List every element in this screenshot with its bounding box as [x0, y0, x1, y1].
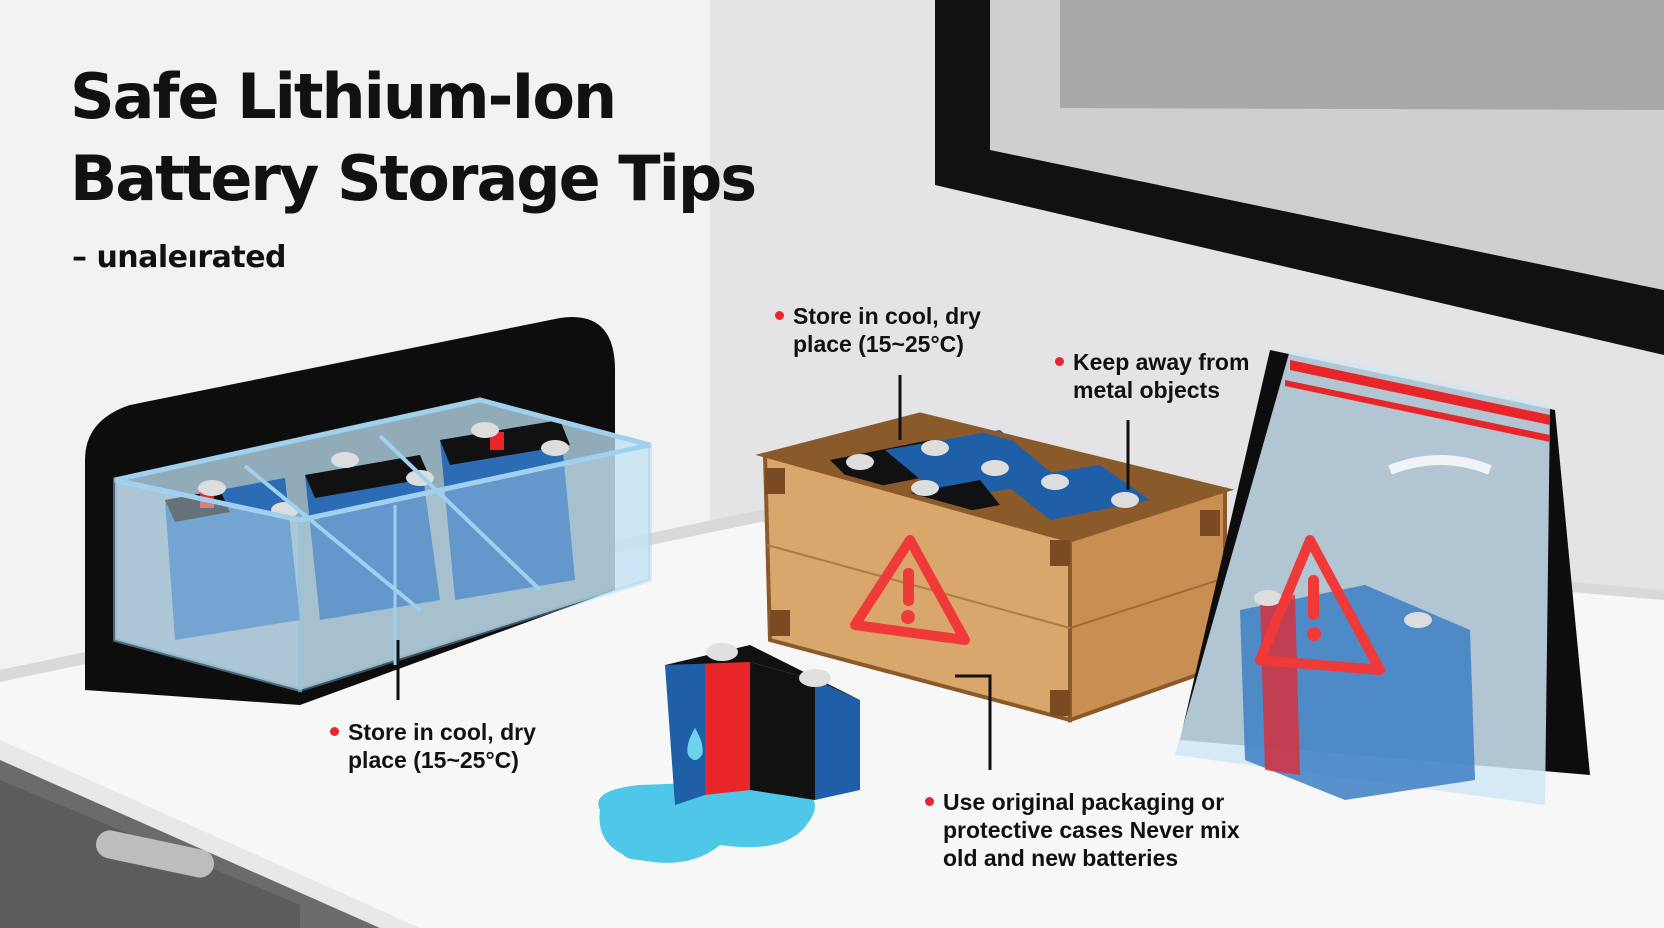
page-title-line-2: Battery Storage Tips — [70, 142, 757, 215]
leaking-battery — [598, 643, 860, 863]
tip-text-line-1: Store in cool, dry — [348, 719, 536, 745]
tip-metal-objects: Keep away from metal objects — [1055, 348, 1249, 404]
tip-text-line-1: Keep away from — [1073, 349, 1250, 375]
water-drop-icon — [687, 728, 703, 760]
tip-packaging: Use original packaging or protective cas… — [925, 788, 1240, 872]
leader-line-packaging — [955, 674, 992, 770]
window — [935, 0, 1664, 355]
tip-text-line-1: Store in cool, dry — [793, 303, 981, 329]
bag-battery — [1240, 585, 1475, 800]
bullet-dot-icon — [925, 797, 934, 807]
bullet-dot-icon — [330, 727, 339, 737]
bullet-dot-icon — [1055, 357, 1064, 367]
page-title-line-1: Safe Lithium-Ion — [70, 60, 617, 133]
tip-text-line-1: Use original packaging or — [943, 789, 1225, 815]
bullet-dot-icon — [775, 311, 784, 321]
tip-text-line-2: metal objects — [1073, 377, 1220, 403]
page-subtitle: – unaleırated — [72, 240, 287, 275]
warning-triangle-icon — [850, 535, 970, 645]
tip-text-line-2: place (15~25°C) — [348, 747, 519, 773]
tip-cool-dry-top: Store in cool, dry place (15~25°C) — [775, 302, 981, 358]
bin-battery-3 — [440, 420, 575, 600]
tip-text-line-3: old and new batteries — [943, 845, 1179, 871]
clear-storage-bin — [85, 317, 652, 705]
tip-text-line-2: place (15~25°C) — [793, 331, 964, 357]
tip-cool-dry-left: Store in cool, dry place (15~25°C) — [330, 718, 536, 774]
bag-warning-triangle-icon — [1255, 535, 1385, 675]
cabinet — [0, 740, 420, 928]
tip-text-line-2: protective cases Never mix — [943, 817, 1240, 843]
zip-bag — [1175, 350, 1590, 805]
wooden-crate — [755, 412, 1235, 723]
